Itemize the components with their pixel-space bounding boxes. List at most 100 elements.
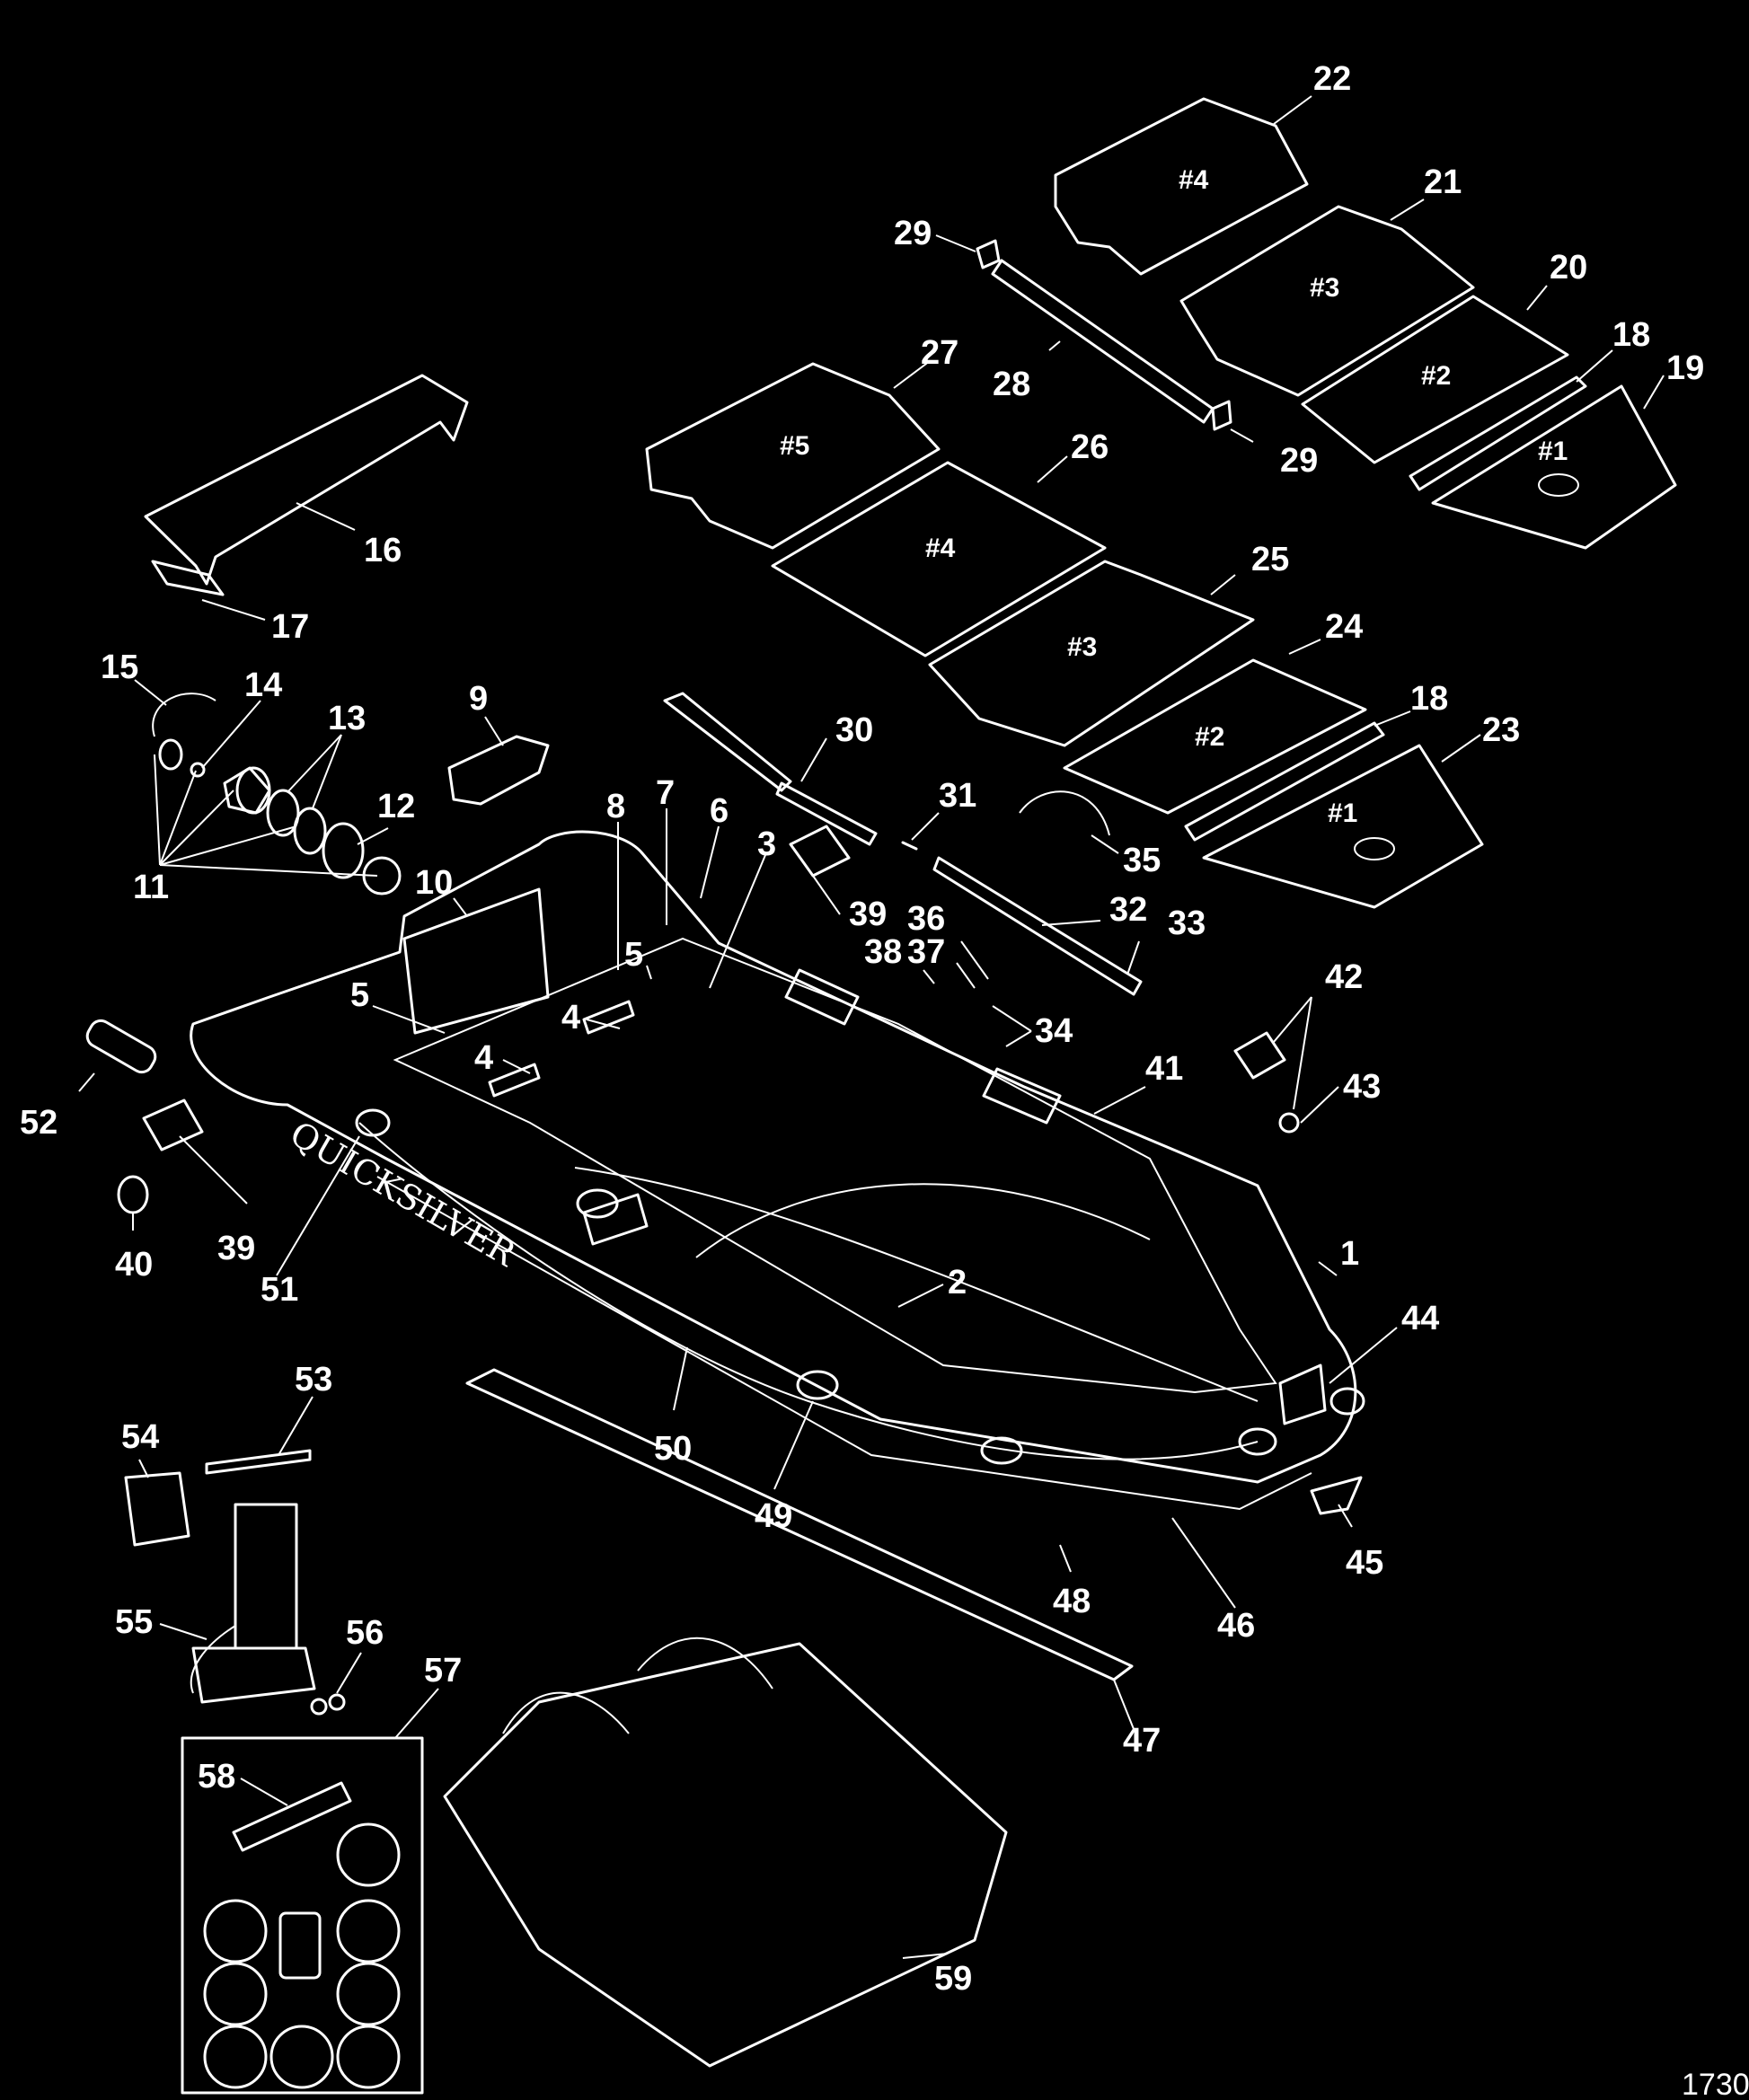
repair-patch-4 [203,1962,268,2026]
leader-27 [893,360,931,389]
hull-brand-text: QUICKSILVER [284,1114,524,1275]
callout-22: 22 [1313,60,1351,98]
seat-cleat-b [582,1000,635,1035]
callout-18-lower: 18 [1410,680,1448,718]
callout-48: 48 [1053,1583,1091,1620]
callout-8: 8 [606,788,625,825]
leader-14 [201,700,261,769]
panel-label-upper-3: #3 [1310,273,1339,303]
callout-32: 32 [1109,891,1147,929]
repair-patch-6 [203,2025,268,2089]
panel-label-lower-3: #3 [1067,632,1097,662]
floor-panel-upper-4 [1054,97,1309,276]
repair-kit [181,1736,424,2095]
storage-pocket [447,735,550,806]
callout-5-left: 5 [350,976,369,1014]
leader-29-bottom [1230,428,1254,443]
panel-label-lower-2: #2 [1195,722,1224,752]
floor-panel-lower-5 [645,362,941,550]
leader-37 [956,962,976,989]
leader-34b [1005,1030,1032,1047]
callout-31: 31 [939,777,976,815]
hull-inner-edge [393,937,1277,1394]
floor-panel-upper-2 [1301,295,1569,464]
tow-rope [358,1122,1259,1460]
oar-group [663,692,1143,996]
callout-54: 54 [121,1418,159,1456]
callout-2: 2 [948,1264,967,1301]
leader-18-lower [1374,710,1411,727]
callout-14: 14 [244,666,282,704]
leader-11c [159,790,234,866]
leader-34a [992,1005,1032,1032]
handle-patch [142,1099,204,1151]
leader-25 [1210,574,1236,596]
hull-floor-line [695,1183,1151,1258]
callout-41: 41 [1145,1050,1183,1088]
leader-39-bottom [179,1135,248,1204]
panel-label-upper-4: #4 [1179,165,1209,195]
callout-34: 34 [1035,1012,1073,1050]
stern-patch [582,1193,649,1246]
leader-53 [278,1396,314,1456]
oarlock-pad-right [796,1370,839,1400]
lower-floor-set: #5 #4 #3 #2 #1 [645,362,1484,909]
leader-46 [1171,1517,1236,1609]
callout-19: 19 [1666,349,1704,387]
tow-ring-front [980,1436,1023,1465]
leader-56 [336,1652,362,1694]
valve-nut [322,822,365,879]
repair-kit-box [181,1736,424,2095]
leader-28 [1048,340,1061,351]
callout-47: 47 [1123,1722,1161,1760]
grab-handle [85,1019,157,1074]
leader-19 [1643,375,1665,410]
callout-30: 30 [835,711,873,749]
floor-panel-upper-3 [1179,205,1475,397]
pump-group [124,1449,346,1716]
leader-42b [1293,996,1312,1110]
leader-33 [1126,940,1140,975]
leader-4a [586,1019,621,1029]
leader-49 [773,1400,814,1490]
leader-57 [394,1688,439,1739]
floor-stringer-upper [1409,375,1587,491]
callout-55: 55 [115,1603,153,1641]
leader-22 [1273,95,1312,125]
oar-pin [901,841,918,851]
callout-25: 25 [1251,541,1289,578]
callout-3: 3 [757,825,776,863]
leader-39-top [812,875,841,915]
callout-46: 46 [1217,1607,1255,1645]
bow-panel-upper-1 [1431,384,1677,550]
leader-32 [1041,920,1101,926]
leader-21 [1390,199,1425,221]
leader-16 [296,502,356,531]
leader-9 [484,716,504,746]
panel-label-lower-1: #1 [1328,799,1357,828]
pump-adapter [124,1471,190,1547]
callout-1: 1 [1340,1235,1359,1273]
leader-5b [646,965,652,980]
panel-label-lower-5: #5 [780,431,809,461]
leader-6 [700,825,720,899]
stringer-rail-group [976,239,1232,431]
valve-o-ring-b [293,807,327,855]
callout-27: 27 [921,334,958,372]
tow-ring-right [1329,1387,1365,1416]
rowlock-patch [789,825,851,878]
callout-labels: 1 2 3 4 4 5 5 6 7 8 9 10 11 12 13 14 15 … [20,60,1704,1998]
leader-13b [312,734,342,809]
hull-rubbing-strake [376,1176,1312,1511]
leader-26 [1037,455,1068,483]
callout-13: 13 [328,700,366,737]
carry-bag-strap-a [502,1691,630,1734]
leader-41 [1093,1086,1146,1115]
leader-36 [960,940,989,980]
safety-line [1019,790,1110,836]
leader-44 [1329,1327,1398,1384]
callout-4-left: 4 [474,1039,493,1077]
leader-10 [453,897,468,917]
callout-28: 28 [993,366,1030,403]
